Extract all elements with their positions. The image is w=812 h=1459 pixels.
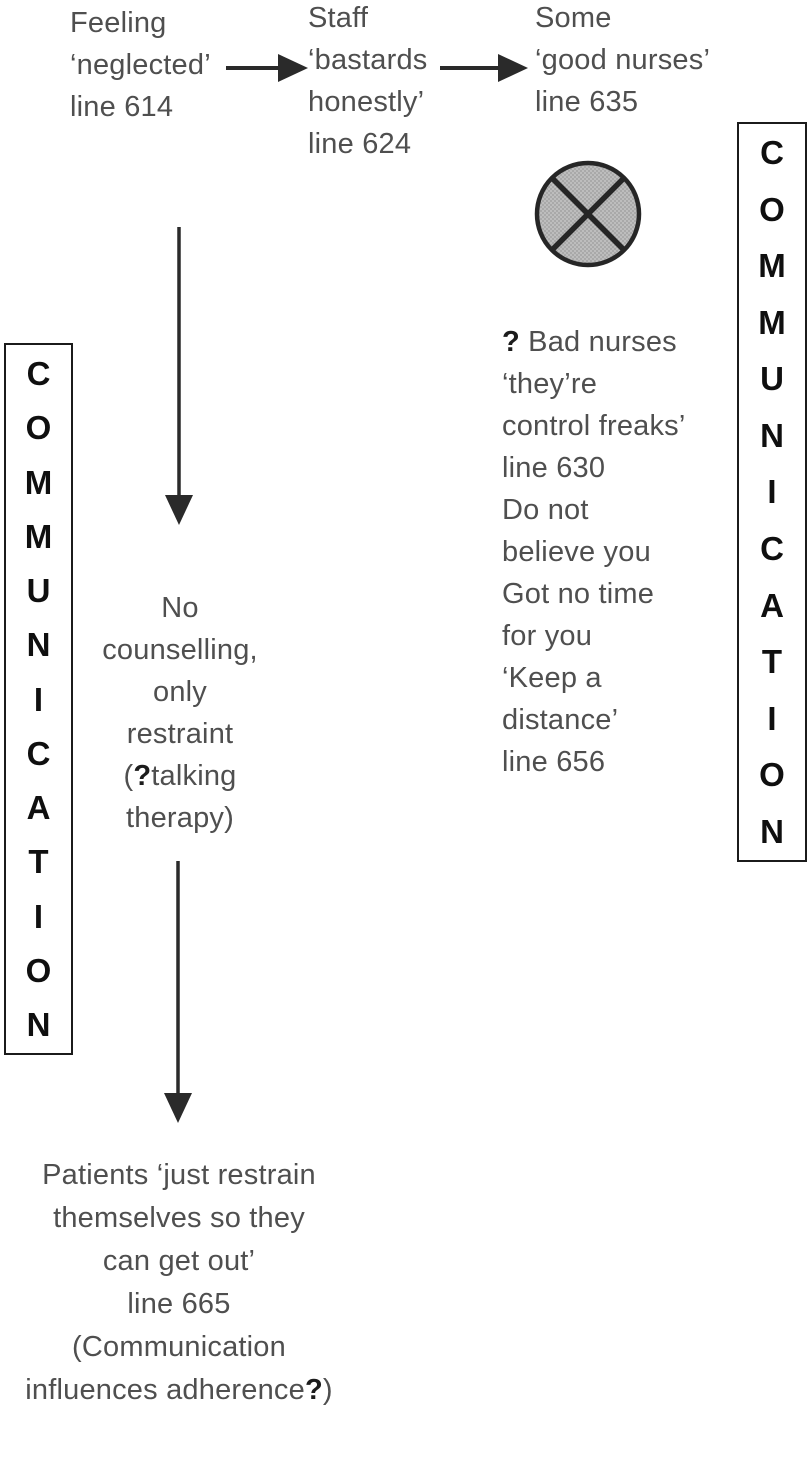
node-line: line 630	[502, 452, 606, 484]
node-line: line 624	[308, 128, 412, 160]
node-line: counselling,	[102, 634, 258, 666]
node-line: line 665	[127, 1288, 231, 1320]
question-mark: ?	[304, 1374, 323, 1406]
crossed-circle-icon	[534, 160, 642, 268]
node-line: honestly’	[308, 86, 425, 118]
node-line: line 614	[70, 91, 174, 123]
node-line: No	[161, 592, 199, 624]
node-bad-nurses: ? Bad nurses ‘they’re control freaks’ li…	[502, 321, 740, 783]
node-line: Feeling	[70, 7, 167, 39]
arrow-feeling-to-staff	[226, 54, 308, 82]
node-line: line 656	[502, 746, 606, 778]
question-mark: ?	[502, 326, 520, 358]
node-patients-restrain: Patients ‘just restrain themselves so th…	[18, 1154, 340, 1412]
node-line: Do not	[502, 494, 589, 526]
arrow-no-counselling-to-patients	[164, 861, 192, 1123]
node-line-text: influences adherence	[25, 1374, 305, 1406]
node-line-text: Bad nurses	[519, 326, 677, 358]
node-line: themselves so they	[53, 1202, 305, 1234]
node-staff-bastards: Staff ‘bastards honestly’ line 624	[308, 0, 468, 165]
node-line: ? Bad nurses	[502, 321, 740, 363]
node-line: (Communication	[72, 1331, 286, 1363]
node-feeling-neglected: Feeling ‘neglected’ line 614	[70, 2, 245, 128]
node-line: therapy)	[126, 802, 234, 834]
node-line: ‘Keep a	[502, 662, 602, 694]
node-line: distance’	[502, 704, 619, 736]
node-line: Some	[535, 2, 612, 34]
node-no-counselling: No counselling, only restraint (?talking…	[80, 587, 280, 839]
node-line: can get out’	[102, 1245, 256, 1277]
paren-close: )	[322, 1374, 333, 1406]
node-line: control freaks’	[502, 410, 686, 442]
node-line: ‘they’re	[502, 368, 598, 400]
paren-open: (	[123, 760, 134, 792]
question-mark: ?	[133, 760, 152, 792]
node-line: restraint	[126, 718, 234, 750]
node-line: influences adherence?)	[18, 1369, 340, 1412]
node-line: Got no time	[502, 578, 655, 610]
node-line: ‘bastards	[308, 44, 428, 76]
node-line: ‘neglected’	[70, 49, 211, 81]
node-line: Staff	[308, 2, 369, 34]
node-line: ‘good nurses’	[535, 44, 711, 76]
node-line-text: talking	[151, 760, 237, 792]
node-good-nurses: Some ‘good nurses’ line 635	[535, 0, 730, 123]
node-line: Patients ‘just restrain	[42, 1159, 316, 1191]
node-line: line 635	[535, 86, 639, 118]
node-line: believe you	[502, 536, 651, 568]
node-line: for you	[502, 620, 593, 652]
node-line: (?talking	[80, 755, 280, 797]
arrow-staff-to-good-nurses	[440, 54, 528, 82]
node-line: only	[153, 676, 207, 708]
arrow-feeling-to-no-counselling	[165, 227, 193, 525]
